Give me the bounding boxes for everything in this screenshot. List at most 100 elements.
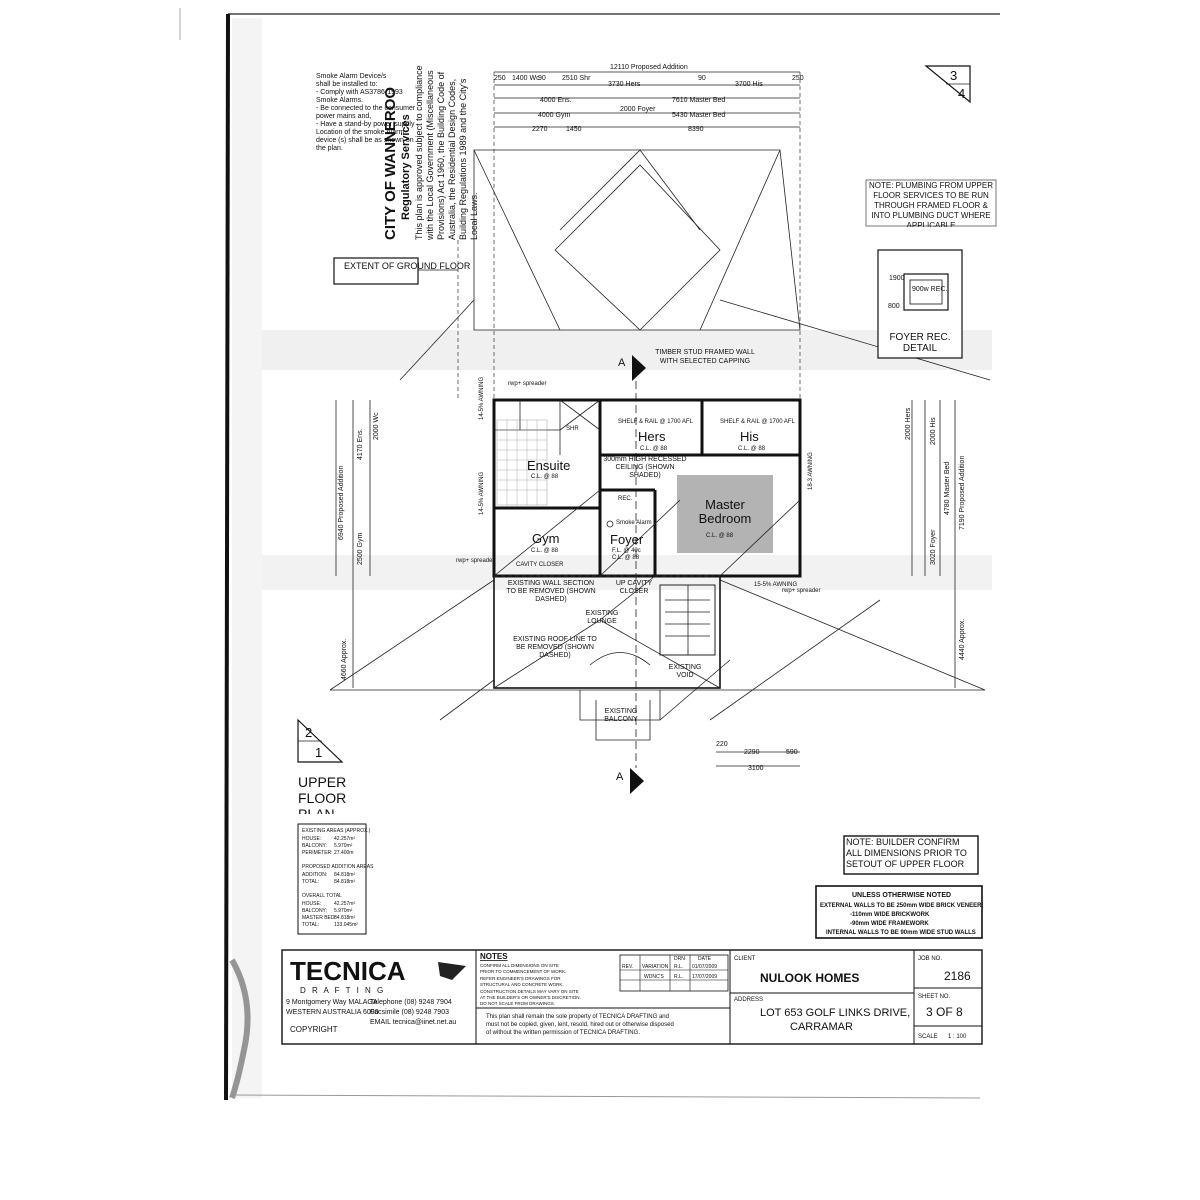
extent-label: EXTENT OF GROUND FLOOR (333, 257, 471, 285)
top-dimensions: 12110 Proposed Addition 250 1400 Wc 90 2… (493, 64, 804, 400)
svg-text:2186: 2186 (944, 969, 971, 983)
svg-text:Regulatory Services: Regulatory Services (400, 114, 412, 220)
svg-text:27.400m: 27.400m (334, 850, 353, 856)
svg-text:Building Regulations 1989 and: Building Regulations 1989 and the City's (458, 78, 468, 240)
svg-text:Foyer: Foyer (610, 532, 644, 547)
svg-text:WESTERN AUSTRALIA 6090: WESTERN AUSTRALIA 6090 (286, 1009, 379, 1016)
job-info: JOB NO. 2186 SHEET NO. 3 OF 8 SCALE 1 : … (918, 956, 971, 1040)
svg-text:4440 Approx.: 4440 Approx. (959, 619, 966, 660)
svg-text:COPYRIGHT: COPYRIGHT (290, 1025, 338, 1034)
svg-text:3 OF 8: 3 OF 8 (926, 1005, 963, 1019)
svg-text:Smoke Alarm Device/s: Smoke Alarm Device/s (316, 73, 387, 80)
svg-text:C.L. @ 88: C.L. @ 88 (531, 474, 559, 480)
svg-text:C.L. @ 88: C.L. @ 88 (738, 446, 766, 452)
svg-text:250: 250 (792, 75, 804, 82)
svg-text:Facsimile (08) 9248 7903: Facsimile (08) 9248 7903 (370, 1009, 449, 1016)
plumbing-note: NOTE: PLUMBING FROM UPPER FLOOR SERVICES… (865, 179, 997, 227)
room-hers: SHELF & RAIL @ 1700 AFL Hers C.L. @ 88 (618, 419, 694, 452)
svg-text:800: 800 (888, 303, 900, 310)
timber-wall-note: TIMBER STUD FRAMED WALL WITH SELECTED CA… (655, 349, 755, 365)
svg-text:PROPOSED ADDITION AREAS: PROPOSED ADDITION AREAS (302, 864, 374, 870)
svg-text:250: 250 (494, 75, 506, 82)
room-master-bedroom: Master Bedroom C.L. @ 88 (699, 498, 752, 539)
svg-text:590: 590 (786, 749, 798, 756)
interior-roof-lines (493, 489, 801, 577)
svg-text:84.818m²: 84.818m² (334, 879, 355, 885)
svg-text:133.045m²: 133.045m² (334, 922, 358, 928)
page-left-edge (224, 13, 230, 1101)
svg-text:EXISTING AREAS (APPROX.): EXISTING AREAS (APPROX.) (302, 828, 371, 834)
svg-text:4000 Gym: 4000 Gym (538, 112, 570, 119)
svg-text:CAVITY CLOSER: CAVITY CLOSER (516, 562, 564, 568)
svg-text:1 : 100: 1 : 100 (948, 1034, 967, 1040)
svg-text:Location of the smoke Alarm: Location of the smoke Alarm (316, 129, 404, 136)
svg-text:MASTER BED:: MASTER BED: (302, 915, 336, 921)
sheet-reference-bottom: 2 1 (297, 718, 344, 763)
svg-text:Gym: Gym (532, 531, 559, 546)
council-approval-stamp: CITY OF WANNEROO Regulatory Services Thi… (382, 65, 479, 241)
svg-text:2510 Shr: 2510 Shr (562, 75, 591, 82)
svg-text:ADDRESS: ADDRESS (734, 997, 763, 1003)
plumbing-note-text: NOTE: PLUMBING FROM UPPER FLOOR SERVICES… (868, 181, 993, 227)
svg-text:rwp+ spreader: rwp+ spreader (508, 381, 547, 387)
svg-text:the plan.: the plan. (316, 145, 343, 152)
svg-text:Australia, the Residential Des: Australia, the Residential Design Codes, (447, 79, 457, 240)
svg-text:HOUSE:: HOUSE: (302, 836, 321, 842)
client-info: CLIENT NULOOK HOMES ADDRESS LOT 653 GOLF… (734, 956, 910, 1033)
svg-text:BALCONY:: BALCONY: (302, 908, 327, 914)
tecnica-logo: TECNICA D R A F T I N G (290, 956, 466, 995)
svg-text:TOTAL:: TOTAL: (302, 922, 319, 928)
svg-text:84.818m²: 84.818m² (334, 915, 355, 921)
svg-text:3020 Foyer: 3020 Foyer (930, 529, 937, 565)
svg-text:90: 90 (698, 75, 706, 82)
svg-text:15-5% AWNING: 15-5% AWNING (754, 582, 797, 588)
svg-text:1900: 1900 (889, 275, 905, 282)
section-marker-top: A (618, 355, 646, 381)
page-bottom-edge (233, 1094, 981, 1099)
svg-text:900w REC.: 900w REC. (912, 286, 947, 293)
sheet-reference-top: 3 4 (924, 65, 971, 104)
svg-text:84.818m²: 84.818m² (334, 872, 355, 878)
company-address: 9 Montgomery Way MALAGA WESTERN AUSTRALI… (286, 999, 456, 1034)
svg-text:C.L. @ 88: C.L. @ 88 (640, 446, 668, 452)
svg-text:REV.: REV. (622, 964, 633, 970)
svg-text:Smoke Alarms.: Smoke Alarms. (316, 97, 363, 104)
svg-text:5.970m²: 5.970m² (334, 843, 353, 849)
svg-text:WDNC'S: WDNC'S (644, 974, 665, 980)
svg-text:NULOOK HOMES: NULOOK HOMES (760, 971, 859, 985)
svg-text:2: 2 (305, 725, 312, 740)
svg-text:5.970m²: 5.970m² (334, 908, 353, 914)
svg-text:CONFIRM ALL DIMENSIONS ON SITE: CONFIRM ALL DIMENSIONS ON SITE (480, 963, 559, 968)
svg-text:BALCONY:: BALCONY: (302, 843, 327, 849)
rwp-labels: rwp+ spreader rwp+ spreader rwp+ spreade… (456, 377, 821, 594)
svg-text:6940 Proposed Addition: 6940 Proposed Addition (338, 466, 345, 540)
svg-text:- Comply with AS3786-1993: - Comply with AS3786-1993 (316, 89, 403, 96)
svg-text:with the Local Government (Mis: with the Local Government (Miscellaneous (425, 70, 435, 241)
svg-text:AT THE BUILDER'S OR OWNER'S DI: AT THE BUILDER'S OR OWNER'S DISCRETION. (480, 995, 581, 1000)
svg-text:7610 Master Bed: 7610 Master Bed (672, 97, 725, 104)
foyer-rec-detail: 900w REC. 1900 800 FOYER REC. DETAIL (877, 249, 963, 359)
svg-text:2000 Hers: 2000 Hers (905, 407, 912, 440)
svg-text:PRIOR TO COMMENCEMENT OF WORK.: PRIOR TO COMMENCEMENT OF WORK. (480, 969, 566, 974)
svg-text:Ensuite: Ensuite (527, 458, 570, 473)
svg-text:HOUSE:: HOUSE: (302, 901, 321, 907)
svg-text:INTERNAL WALLS TO BE 90mm WIDE: INTERNAL WALLS TO BE 90mm WIDE STUD WALL… (826, 930, 976, 936)
svg-text:Smoke Alarm: Smoke Alarm (616, 520, 652, 526)
svg-text:LOT 653 GOLF LINKS DRIVE,: LOT 653 GOLF LINKS DRIVE, (760, 1007, 910, 1019)
svg-text:SCALE: SCALE (918, 1034, 938, 1040)
svg-text:7190 Proposed Addition: 7190 Proposed Addition (959, 456, 966, 530)
recessed-ceiling-shading (677, 475, 773, 553)
svg-text:SHR: SHR (566, 426, 579, 432)
svg-text:9 Montgomery Way MALAGA: 9 Montgomery Way MALAGA (286, 999, 378, 1006)
builder-note: NOTE: BUILDER CONFIRM ALL DIMENSIONS PRI… (843, 835, 979, 875)
svg-text:4170 Ens.: 4170 Ens. (357, 428, 364, 460)
svg-text:REC.: REC. (618, 496, 633, 502)
room-foyer: REC. Smoke Alarm Foyer F.L. @ 40c C.L. @… (606, 496, 652, 561)
svg-text:1400 Wc: 1400 Wc (512, 75, 540, 82)
svg-text:SHEET NO.: SHEET NO. (918, 994, 951, 1000)
svg-text:VARIATION: VARIATION (642, 964, 669, 970)
svg-text:2290: 2290 (744, 749, 760, 756)
ensuite-floor-pattern: SHR (496, 399, 601, 506)
svg-text:3: 3 (950, 68, 957, 83)
svg-text:- Be connected to the consumer: - Be connected to the consumer (316, 105, 416, 112)
